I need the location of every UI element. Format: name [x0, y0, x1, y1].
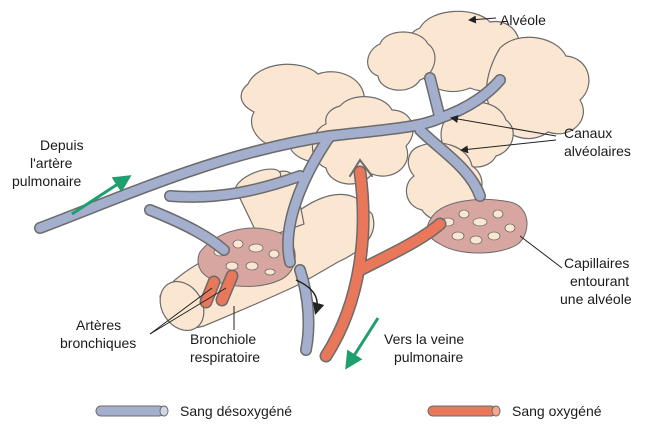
label-canaux-2: alvéolaires [564, 143, 631, 159]
flow-arrow-vein [350, 318, 378, 362]
legend-swatch-oxygenated [428, 406, 500, 416]
label-capillaires-3: une alvéole [560, 291, 632, 307]
label-canaux-1: Canaux [564, 125, 612, 141]
label-capillaires-1: Capillaires [564, 255, 629, 271]
label-bronchiole-2: respiratoire [190, 349, 260, 365]
label-artere-2: l'artère [30, 155, 73, 171]
label-artere-1: Depuis [40, 137, 84, 153]
legend-label-deoxygenated: Sang désoxygéné [180, 403, 292, 419]
label-veine-2: pulmonaire [394, 349, 463, 365]
label-alveole: Alvéole [500, 12, 546, 28]
label-veine-1: Vers la veine [384, 331, 464, 347]
legend-label-oxygenated: Sang oxygéné [512, 403, 602, 419]
label-arteres-bronchiques-2: bronchiques [60, 335, 136, 351]
legend-swatch-deoxygenated [96, 406, 168, 416]
label-capillaires-2: entourant [570, 273, 629, 289]
label-arteres-bronchiques-1: Artères [76, 317, 121, 333]
label-bronchiole-1: Bronchiole [190, 331, 256, 347]
label-artere-3: pulmonaire [12, 173, 81, 189]
legend: Sang désoxygéné Sang oxygéné [96, 403, 602, 419]
